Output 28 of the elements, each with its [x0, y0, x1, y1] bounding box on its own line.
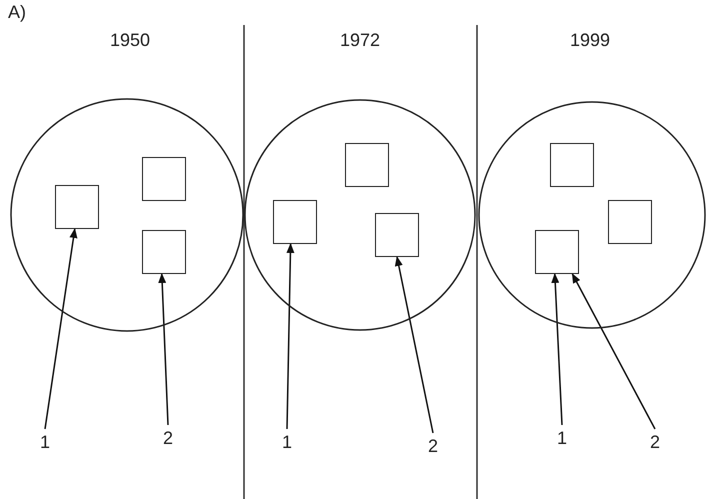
- square: [550, 143, 594, 187]
- callout-number: 1: [40, 432, 50, 452]
- square: [345, 143, 389, 187]
- callout-number: 1: [282, 432, 292, 452]
- panel-label: A): [8, 2, 26, 22]
- arrow: [286, 243, 294, 430]
- circle: [244, 99, 476, 331]
- year-label: 1950: [110, 30, 150, 50]
- callout-number: 2: [163, 428, 174, 448]
- square: [273, 200, 317, 244]
- year-label: 1972: [340, 30, 380, 50]
- callout-number: 2: [650, 432, 660, 452]
- square: [55, 185, 99, 229]
- arrow: [394, 256, 434, 434]
- square: [142, 230, 186, 274]
- callout-number: 2: [428, 436, 438, 456]
- arrow: [551, 273, 563, 426]
- circle: [478, 101, 706, 329]
- square: [142, 157, 186, 201]
- square: [535, 230, 579, 274]
- callout-number: 1: [557, 428, 568, 448]
- year-label: 1999: [570, 30, 610, 50]
- arrow: [158, 273, 169, 426]
- circle: [10, 98, 244, 332]
- square: [375, 213, 419, 257]
- square: [608, 200, 652, 244]
- arrow: [572, 273, 656, 430]
- arrow: [44, 228, 78, 430]
